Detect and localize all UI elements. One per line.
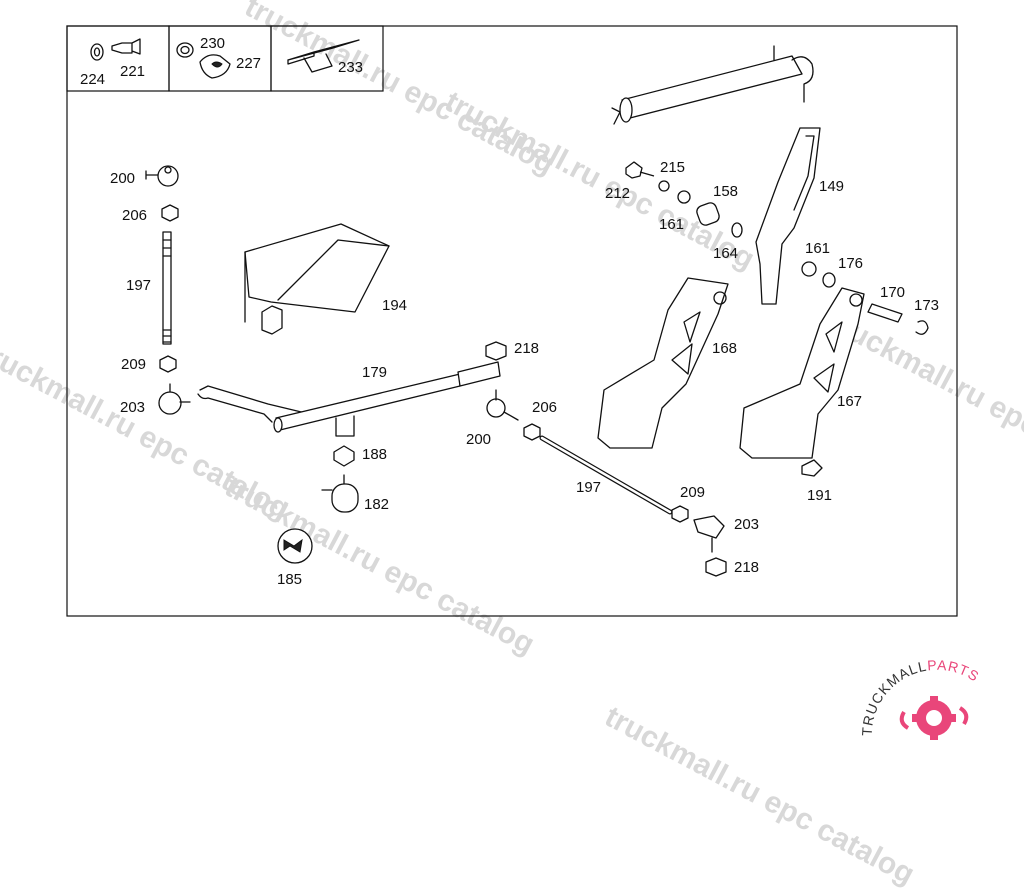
joint-182 xyxy=(321,474,359,513)
legend-box-3 xyxy=(270,25,384,92)
callout-206-mid: 206 xyxy=(532,399,557,416)
callout-188: 188 xyxy=(362,446,387,463)
legend-box-2 xyxy=(168,25,272,92)
callout-212: 212 xyxy=(605,185,630,202)
callout-218: 218 xyxy=(514,340,539,357)
callout-197: 197 xyxy=(126,277,151,294)
ball-joint-200 xyxy=(145,165,179,187)
callout-173: 173 xyxy=(914,297,939,314)
washer-215 xyxy=(658,180,670,192)
sleeve-158 xyxy=(696,202,720,226)
callout-233: 233 xyxy=(338,59,363,76)
callout-149: 149 xyxy=(819,178,844,195)
ball-joint-203-mid xyxy=(693,515,725,553)
pin-170 xyxy=(867,303,903,323)
logo-text-accent: PARTS xyxy=(927,660,983,685)
threaded-rod-197 xyxy=(162,231,172,345)
callout-203-mid: 203 xyxy=(734,516,759,533)
callout-227: 227 xyxy=(236,55,261,72)
callout-161: 161 xyxy=(659,216,684,233)
wrench-icon xyxy=(277,528,313,564)
callout-176: 176 xyxy=(838,255,863,272)
callout-203: 203 xyxy=(120,399,145,416)
callout-206: 206 xyxy=(122,207,147,224)
lever-149 xyxy=(755,127,821,305)
callout-167: 167 xyxy=(837,393,862,410)
bushing-161-right xyxy=(801,261,817,277)
nut-209 xyxy=(159,355,177,373)
callout-224: 224 xyxy=(80,71,105,88)
nut-209-mid xyxy=(671,505,689,523)
callout-185: 185 xyxy=(277,571,302,588)
parts-diagram: 224 221 230 227 233 200 206 197 209 203 … xyxy=(66,25,958,617)
callout-200: 200 xyxy=(110,170,135,187)
callout-197-mid: 197 xyxy=(576,479,601,496)
callout-221: 221 xyxy=(120,63,145,80)
bracket-167 xyxy=(739,287,865,459)
callout-218-bottom: 218 xyxy=(734,559,759,576)
callout-215: 215 xyxy=(660,159,685,176)
diagram-frame xyxy=(66,25,958,617)
threaded-rod-197-mid xyxy=(539,435,673,515)
callout-194: 194 xyxy=(382,297,407,314)
nut-206-mid xyxy=(523,423,541,441)
callout-labels: 224 221 230 227 233 200 206 197 209 203 … xyxy=(80,35,939,588)
bracket-168 xyxy=(597,277,729,449)
shield-194 xyxy=(244,223,390,335)
cylinder xyxy=(611,45,814,125)
nut-188 xyxy=(333,445,355,467)
callout-182: 182 xyxy=(364,496,389,513)
ball-joint-203 xyxy=(158,383,191,415)
callout-164: 164 xyxy=(713,245,738,262)
nut-218-top xyxy=(485,341,507,361)
bolt-191 xyxy=(801,459,823,477)
ball-joint-200-mid xyxy=(486,389,519,421)
nut-206 xyxy=(161,204,179,222)
shaft-179 xyxy=(197,361,501,437)
callout-161-right: 161 xyxy=(805,240,830,257)
nut-218-bottom xyxy=(705,557,727,577)
callout-191: 191 xyxy=(807,487,832,504)
callout-170: 170 xyxy=(880,284,905,301)
callout-179: 179 xyxy=(362,364,387,381)
callout-200-mid: 200 xyxy=(466,431,491,448)
callout-168: 168 xyxy=(712,340,737,357)
ring-164 xyxy=(731,222,743,238)
callout-209-mid: 209 xyxy=(680,484,705,501)
bushing-161 xyxy=(677,190,691,204)
clip-173 xyxy=(915,320,929,335)
callout-209: 209 xyxy=(121,356,146,373)
callout-158: 158 xyxy=(713,183,738,200)
gear-icon xyxy=(899,696,969,740)
washer-176 xyxy=(822,272,836,288)
truckmallparts-logo: TRUCKMALLPARTS xyxy=(862,660,983,740)
bolt-212 xyxy=(625,161,655,179)
callout-230: 230 xyxy=(200,35,225,52)
